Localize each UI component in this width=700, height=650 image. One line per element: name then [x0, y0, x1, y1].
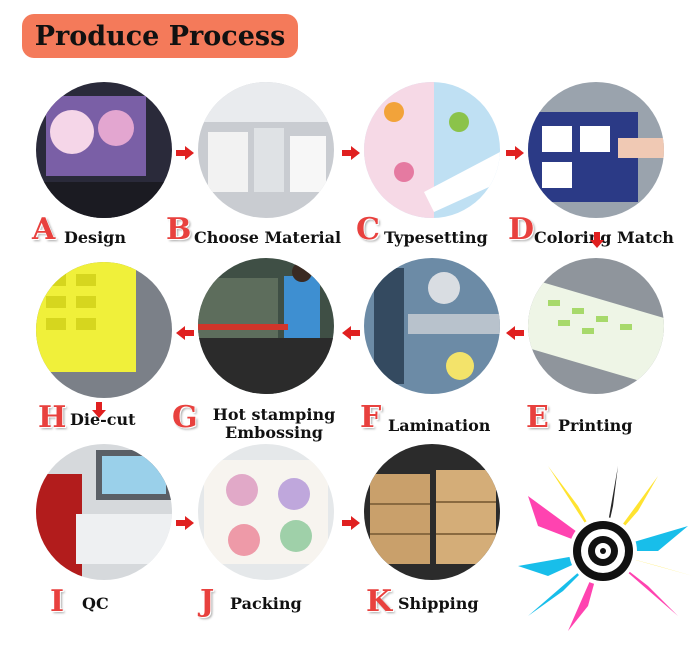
- step-label-embossing-line2: Embossing: [206, 424, 342, 442]
- step-label-packing: Packing: [230, 594, 302, 613]
- step-label-lamination: Lamination: [388, 416, 490, 435]
- step-letter-b: B: [166, 212, 191, 247]
- red-arrow-icon: [342, 146, 360, 160]
- step-label-shipping: Shipping: [398, 594, 479, 613]
- lamination-photo: [364, 258, 500, 394]
- step-letter-h: H: [38, 400, 66, 435]
- red-arrow-icon: [506, 326, 524, 340]
- step-label-design: Design: [64, 228, 126, 247]
- color-splash-target-icon: [508, 456, 698, 646]
- step-label-hot-stamping-line1: Hot stamping: [206, 406, 342, 424]
- step-letter-k: K: [366, 584, 392, 619]
- step-letter-d: D: [508, 212, 534, 247]
- typesetting-photo: [364, 82, 500, 218]
- step-label-hot-stamping: Hot stamping Embossing: [206, 406, 342, 442]
- printing-photo: [528, 258, 664, 394]
- step-label-typesetting: Typesetting: [384, 228, 488, 247]
- qc-photo: [36, 444, 172, 580]
- step-letter-c: C: [356, 212, 380, 247]
- step-letter-e: E: [526, 400, 549, 435]
- step-letter-a: A: [32, 212, 55, 247]
- red-arrow-icon: [342, 516, 360, 530]
- red-arrow-icon: [506, 146, 524, 160]
- material-photo: [198, 82, 334, 218]
- shipping-photo: [364, 444, 500, 580]
- step-label-choose-material: Choose Material: [194, 228, 341, 247]
- packing-photo: [198, 444, 334, 580]
- red-arrow-icon: [590, 232, 604, 248]
- step-label-printing: Printing: [558, 416, 632, 435]
- hot-stamping-photo: [198, 258, 334, 394]
- step-letter-j: J: [200, 584, 214, 619]
- step-label-qc: QC: [82, 594, 109, 613]
- red-arrow-icon: [342, 326, 360, 340]
- design-photo: [36, 82, 172, 218]
- step-letter-g: G: [172, 400, 198, 435]
- step-letter-i: I: [50, 584, 64, 619]
- step-letter-f: F: [360, 400, 381, 435]
- red-arrow-icon: [176, 326, 194, 340]
- color-match-photo: [528, 82, 664, 218]
- red-arrow-icon: [176, 146, 194, 160]
- page-title: Produce Process: [22, 14, 298, 58]
- red-arrow-icon: [176, 516, 194, 530]
- die-cut-photo: [36, 262, 172, 398]
- red-arrow-icon: [92, 402, 106, 418]
